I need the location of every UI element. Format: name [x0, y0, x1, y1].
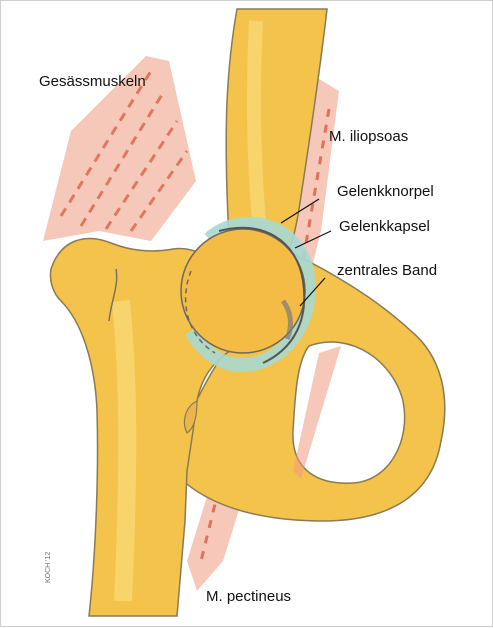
label-gelenkkapsel: Gelenkkapsel	[339, 219, 430, 234]
label-gelenkknorpel: Gelenkknorpel	[337, 184, 434, 199]
label-gesaessmuskeln: Gesässmuskeln	[39, 74, 146, 89]
label-iliopsoas: M. iliopsoas	[329, 129, 408, 144]
label-zentrales-band: zentrales Band	[337, 263, 437, 278]
femur-highlight	[121, 301, 127, 601]
label-pectineus: M. pectineus	[206, 589, 291, 604]
ilium-highlight	[254, 21, 259, 221]
artist-signature: KOCH '12	[45, 552, 52, 583]
